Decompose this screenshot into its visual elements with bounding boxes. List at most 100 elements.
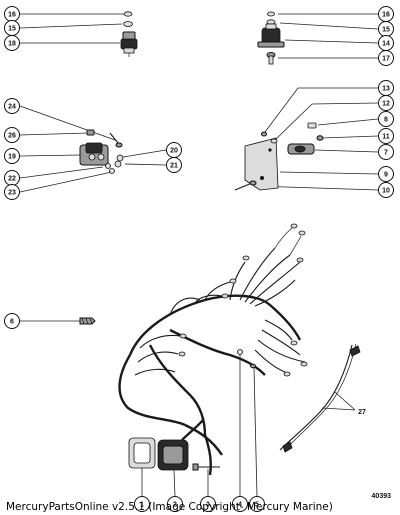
nut-16-top-right: [267, 11, 275, 17]
nut-11: [316, 135, 324, 141]
svg-text:15: 15: [382, 27, 390, 34]
callout-2: 2: [167, 496, 183, 512]
washer-20: [116, 154, 124, 162]
harness-terminal-c: [296, 257, 304, 263]
svg-text:5: 5: [255, 502, 259, 509]
svg-text:17: 17: [382, 56, 390, 63]
callout-15-top-left: 15: [4, 20, 20, 36]
svg-text:15: 15: [8, 26, 16, 33]
callout-17-top-right: 17: [378, 50, 394, 66]
gasket-1: [128, 437, 156, 469]
screw-17: [266, 52, 276, 65]
svg-text:7: 7: [384, 150, 388, 157]
clip-8: [307, 122, 317, 129]
svg-text:24: 24: [8, 104, 16, 111]
svg-text:9: 9: [384, 172, 388, 179]
harness-terminal-i: [290, 340, 298, 346]
nut-21: [114, 160, 122, 168]
bottom-parts: [128, 355, 258, 498]
svg-text:27: 27: [358, 409, 366, 416]
svg-text:20: 20: [170, 148, 178, 155]
callout-9: 9: [378, 166, 394, 182]
callout-23: 23: [4, 184, 20, 200]
wiring-harness: [118, 223, 308, 476]
callout-7: 7: [378, 144, 394, 160]
callout-20: 20: [166, 142, 182, 158]
harness-terminal-g: [179, 333, 187, 339]
harness-terminal-j: [300, 361, 308, 367]
svg-text:16: 16: [8, 12, 16, 19]
callout-4: 4: [232, 496, 248, 512]
top-right-parts: [257, 11, 379, 65]
screw-24: [109, 132, 123, 148]
washer-12: [270, 138, 278, 144]
bracket-9: [244, 137, 279, 191]
svg-text:16: 16: [382, 12, 390, 19]
clip-6: [20, 317, 96, 325]
svg-text:4: 4: [238, 502, 242, 509]
callout-27: 27: [358, 409, 366, 416]
harness-terminal-b: [298, 230, 306, 236]
svg-text:12: 12: [382, 101, 390, 108]
terminal-18: [120, 31, 138, 57]
mid-left-parts: [19, 105, 167, 193]
callout-11: 11: [378, 128, 394, 144]
callout-19: 19: [4, 148, 20, 164]
grommet-4: [237, 349, 243, 355]
callout-22: 22: [4, 170, 20, 186]
sheath-27: [279, 343, 361, 453]
washer-15-top-left: [123, 21, 133, 27]
svg-text:21: 21: [170, 163, 178, 170]
callout-12: 12: [378, 95, 394, 111]
top-left-parts: [19, 11, 138, 57]
component-7: [287, 143, 315, 155]
relay-14: [257, 23, 285, 48]
callout-18-top-left: 18: [4, 35, 20, 51]
harness-terminal-f: [221, 293, 229, 299]
callout-14-top-right: 14: [378, 35, 394, 51]
callout-26: 26: [4, 127, 20, 143]
svg-text:22: 22: [8, 176, 16, 183]
connector-2: [157, 419, 204, 471]
screw-13: [260, 131, 268, 137]
nut-23: [109, 168, 115, 174]
callout-15-top-right: 15: [378, 21, 394, 37]
harness-terminal-d: [242, 255, 250, 261]
nut-16-top-left: [123, 11, 133, 17]
screw-10: [234, 180, 257, 191]
svg-text:3: 3: [206, 502, 210, 509]
callout-1: 1: [134, 496, 150, 512]
callout-8: 8: [378, 111, 394, 127]
svg-text:19: 19: [8, 154, 16, 161]
harness-terminal-e: [229, 278, 237, 284]
callout-13: 13: [378, 80, 394, 96]
svg-text:13: 13: [382, 86, 390, 93]
svg-text:8: 8: [384, 117, 388, 124]
harness-terminal-k: [283, 371, 291, 377]
callout-16-top-right: 16: [378, 6, 394, 22]
washer-22: [105, 163, 111, 169]
svg-text:14: 14: [382, 41, 390, 48]
clip-5: [250, 363, 256, 369]
footer-credit: MercuryPartsOnline v2.5.1 (Image Copyrig…: [6, 501, 333, 513]
solenoid-19: [79, 142, 109, 166]
figure-number: 40393: [371, 493, 391, 500]
svg-text:11: 11: [382, 134, 390, 141]
callout-6: 6: [4, 313, 20, 329]
callout-16-top-left: 16: [4, 6, 20, 22]
svg-text:6: 6: [10, 319, 14, 326]
callout-21: 21: [166, 157, 182, 173]
callout-10: 10: [378, 182, 394, 198]
svg-text:2: 2: [173, 502, 177, 509]
svg-text:1: 1: [140, 502, 144, 509]
callout-24: 24: [4, 98, 20, 114]
mid-right-parts: [234, 87, 379, 191]
svg-text:26: 26: [8, 133, 16, 140]
callout-5: 5: [249, 496, 265, 512]
screw-26: [86, 129, 95, 136]
washer-15-top-right: [266, 19, 276, 25]
pin-3: [192, 463, 220, 471]
callout-labels: 16 15 18 16 15 14 17 24: [4, 6, 394, 512]
svg-text:23: 23: [8, 190, 16, 197]
